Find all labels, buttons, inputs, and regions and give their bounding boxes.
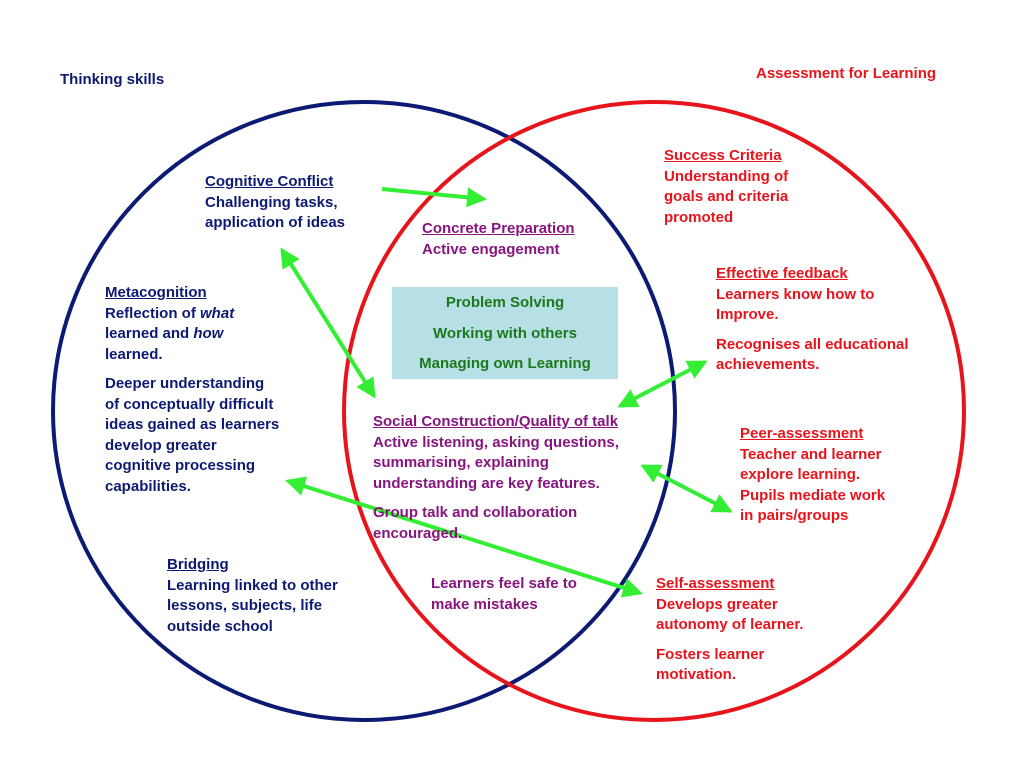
peer-assessment-block: Peer-assessment Teacher and learner expl… [740,424,885,527]
shared-skill: Working with others [433,324,577,342]
deeper-line: cognitive processing [105,457,256,474]
peer-assessment-line: Teacher and learner [740,445,882,463]
cognitive-conflict-line: application of ideas [205,214,346,231]
shared-skill: Managing own Learning [419,355,591,372]
assessment-for-learning-heading: Assessment for Learning [756,65,937,82]
cognitive-conflict-title: Cognitive Conflict [205,173,334,190]
arrow-metacognition-to-self [285,476,643,598]
effective-feedback-title: Effective feedback [716,265,848,282]
assessment-for-learning-circle [342,100,966,722]
self-assessment-line: autonomy of learner. [656,616,804,633]
thinking-skills-heading: Thinking skills [60,71,165,88]
self-assessment-title: Self-assessment [656,575,775,592]
shared-skills-box: Problem Solving Working with others Mana… [392,287,618,379]
bridging-line: lessons, subjects, life [167,597,323,614]
metacognition-block: Metacognition Reflection of what learned… [105,283,279,497]
concrete-preparation-title: Concrete Preparation [422,220,575,237]
deeper-line: develop greater [105,436,217,454]
self-assessment-line: Develops greater [656,595,778,613]
cognitive-conflict-block: Cognitive Conflict Challenging tasks, ap… [205,172,345,234]
social-construction-line: Active listening, asking questions, [373,433,619,451]
safe-line: Learners feel safe to [431,575,577,592]
deeper-line: Deeper understanding [105,375,265,392]
safe-line: make mistakes [431,595,538,613]
deeper-line: capabilities. [105,477,191,495]
effective-feedback-line: Improve. [716,306,779,323]
bridging-line: Learning linked to other [167,576,338,594]
group-talk-line: encouraged. [373,524,463,542]
arrow-social-to-feedback [617,360,708,408]
arrow-social-to-peer [640,464,733,513]
emphasis-how: how [193,325,224,342]
peer-assessment-line: Pupils mediate work [740,486,886,504]
social-construction-title: Social Construction/Quality of talk [373,413,619,430]
cognitive-conflict-line: Challenging tasks, [205,193,338,211]
safe-to-fail-block: Learners feel safe to make mistakes [431,574,577,615]
effective-feedback-block: Effective feedback Learners know how to … [716,264,909,376]
bridging-title: Bridging [167,556,229,573]
self-assessment-block: Self-assessment Develops greater autonom… [656,574,804,686]
success-criteria-line: goals and criteria [664,188,789,205]
emphasis-what: what [200,304,235,322]
bridging-line: outside school [167,617,273,635]
success-criteria-block: Success Criteria Understanding of goals … [664,146,788,228]
social-construction-block: Social Construction/Quality of talk Acti… [373,412,619,544]
bridging-block: Bridging Learning linked to other lesson… [167,555,338,637]
self-assessment-line: motivation. [656,666,737,683]
success-criteria-title: Success Criteria [664,147,782,164]
metacognition-line: Reflection of what [105,304,235,322]
self-assessment-line: Fosters learner [656,645,765,663]
deeper-line: ideas gained as learners [105,416,280,433]
metacognition-title: Metacognition [105,284,207,301]
effective-feedback-line: Learners know how to [716,285,875,303]
deeper-line: of conceptually difficult [105,395,274,413]
success-criteria-line: Understanding of [664,167,789,185]
success-criteria-line: promoted [664,208,734,226]
effective-feedback-line: Recognises all educational [716,335,909,353]
group-talk-line: Group talk and collaboration [373,504,578,521]
effective-feedback-line: achievements. [716,356,820,373]
arrow-conflict-to-social [280,247,376,399]
arrow-conflict-to-concrete [381,187,487,208]
peer-assessment-line: explore learning. [740,466,861,483]
metacognition-line: learned. [105,345,163,363]
shared-skill: Problem Solving [445,294,565,311]
metacognition-line: learned and how [105,325,224,342]
thinking-skills-circle [51,100,677,722]
social-construction-line: summarising, explaining [373,454,549,471]
peer-assessment-title: Peer-assessment [740,425,864,442]
peer-assessment-line: in pairs/groups [740,507,849,524]
concrete-preparation-block: Concrete Preparation Active engagement [422,219,575,260]
social-construction-line: understanding are key features. [373,474,600,492]
concrete-preparation-line: Active engagement [422,240,560,258]
